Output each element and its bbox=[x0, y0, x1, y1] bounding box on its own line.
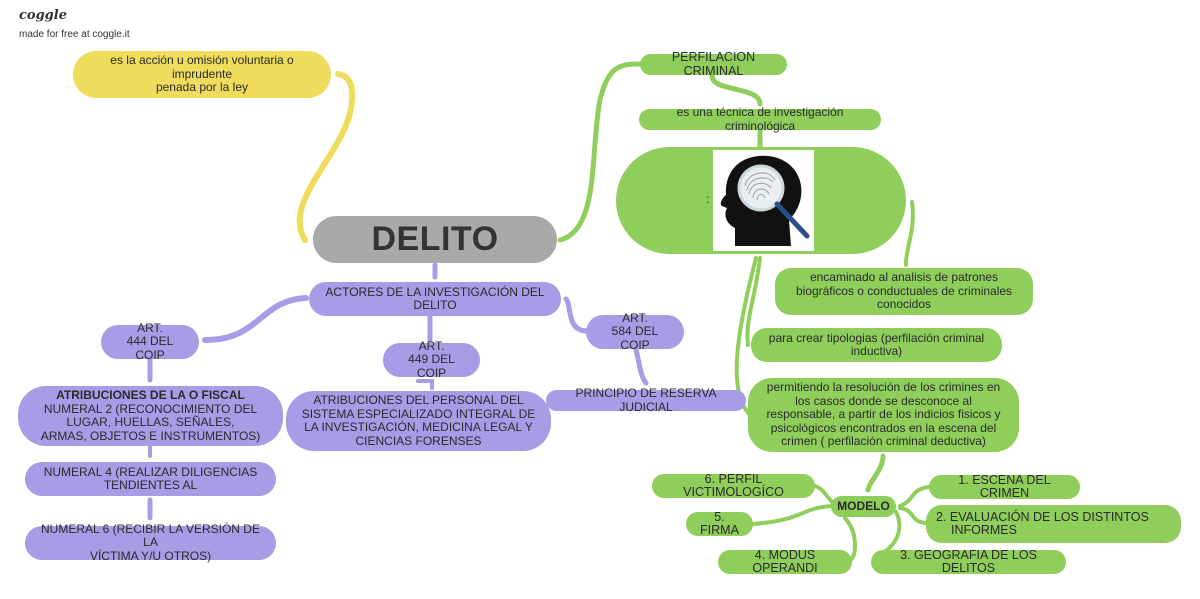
link-art584-principio bbox=[633, 347, 649, 386]
actores-line: DELITO bbox=[413, 298, 457, 312]
coggle-logo[interactable]: coggle bbox=[19, 8, 67, 23]
art449-line: ART. bbox=[418, 338, 445, 353]
perfilacion-node[interactable]: PERFILACION CRIMINAL bbox=[640, 50, 787, 78]
definition-line: es la acción u omisión voluntaria o bbox=[110, 53, 294, 68]
evaluacion-line: INFORMES bbox=[951, 523, 1017, 537]
root-label: DELITO bbox=[371, 219, 499, 258]
atribuciones-fiscal-line: NUMERAL 2 (RECONOCIMIENTO DEL bbox=[43, 401, 258, 416]
modelo-label: MODELO bbox=[837, 498, 890, 513]
permitiendo-node[interactable]: permitiendo la resolución de los crimine… bbox=[748, 378, 1019, 452]
encaminado-line: biográficos o conductuales de criminales bbox=[795, 283, 1013, 298]
image-caption: : bbox=[706, 192, 710, 206]
link-modelo-evaluacion bbox=[898, 506, 928, 525]
perfil-victimologico-label: 6. PERFIL VICTIMOLOGÍCO bbox=[683, 471, 784, 499]
permitiendo-line: los casos donde se desconoce al bbox=[795, 393, 972, 408]
art584-node[interactable]: ART.584 DEL COIP bbox=[586, 310, 684, 352]
atribuciones-personal-line: SISTEMA ESPECIALIZADO INTEGRAL DE bbox=[301, 406, 536, 421]
geografia-node[interactable]: 3. GEOGRAFIA DE LOS DELITOS bbox=[871, 547, 1066, 575]
link-actores-art584 bbox=[563, 296, 589, 334]
tipologias-line: inductiva) bbox=[850, 344, 903, 358]
firma-label: 5. FIRMA bbox=[700, 509, 739, 537]
definition-line: penada por la ley bbox=[155, 80, 249, 95]
numeral6-line: NUMERAL 6 (RECIBIR LA VERSIÓN DE LA bbox=[41, 521, 260, 550]
encaminado-line: conocidos bbox=[876, 297, 932, 312]
link-modelo-escena bbox=[898, 485, 930, 508]
tecnica-node[interactable]: es una técnica de investigación criminol… bbox=[639, 105, 881, 133]
permitiendo-line: psicológicos encontrados en la escena de… bbox=[770, 420, 997, 435]
atribuciones-personal-line: ATRIBUCIONES DEL PERSONAL DEL bbox=[313, 393, 524, 407]
permitiendo-line: responsable, a partir de los indicios fi… bbox=[766, 407, 1001, 422]
definition-line: imprudente bbox=[171, 66, 233, 81]
perfil-victimologico-node[interactable]: 6. PERFIL VICTIMOLOGÍCO bbox=[652, 471, 815, 499]
art584-line: ART. bbox=[622, 310, 648, 325]
numeral4-line: NUMERAL 4 (REALIZAR DILIGENCIAS bbox=[43, 464, 258, 479]
link-root-perfilacion bbox=[557, 61, 643, 243]
link-modelo-perfil bbox=[813, 484, 834, 504]
atribuciones-fiscal-line: ARMAS, OBJETOS E INSTRUMENTOS) bbox=[40, 428, 261, 443]
permitiendo-line: crimen ( perfilación criminal deductiva) bbox=[781, 434, 986, 449]
encaminado-line: encaminado al analisis de patrones bbox=[809, 270, 999, 285]
evaluacion-line: 2. EVALUACIÓN DE LOS DISTINTOS bbox=[936, 509, 1149, 524]
link-actores-art444 bbox=[202, 295, 309, 343]
numeral4-line: TENDIENTES AL bbox=[103, 478, 198, 492]
principio-node[interactable]: PRINCIPIO DE RESERVA JUDICIAL bbox=[546, 386, 746, 414]
modus-label: 4. MODUS OPERANDI bbox=[752, 547, 818, 575]
atribuciones-fiscal-title: ATRIBUCIONES DE LA O FISCAL bbox=[56, 388, 245, 402]
art449-node[interactable]: ART.449 DEL COIP bbox=[383, 338, 480, 380]
firma-node[interactable]: 5. FIRMA bbox=[686, 509, 753, 537]
link-art449-personal bbox=[416, 379, 434, 390]
escena-label: 1. ESCENA DEL CRIMEN bbox=[958, 472, 1051, 500]
link-image-tipologias bbox=[745, 256, 762, 347]
atribuciones-personal-line: CIENCIAS FORENSES bbox=[355, 433, 482, 448]
escena-node[interactable]: 1. ESCENA DEL CRIMEN bbox=[929, 472, 1080, 500]
link-perfilacion-tecnica bbox=[709, 73, 763, 107]
tecnica-label: es una técnica de investigación criminol… bbox=[676, 105, 844, 133]
root-node-delito[interactable]: DELITO bbox=[313, 216, 557, 263]
link-root-definition bbox=[296, 71, 356, 243]
link-modelo-firma bbox=[751, 504, 834, 526]
tipologias-node[interactable]: para crear tipologias (perfilación crimi… bbox=[751, 328, 1002, 362]
art584-line: 584 DEL COIP bbox=[611, 324, 659, 352]
modelo-node[interactable]: MODELO bbox=[831, 496, 896, 517]
art449-line: 449 DEL COIP bbox=[408, 352, 455, 380]
geografia-label: 3. GEOGRAFIA DE LOS DELITOS bbox=[900, 547, 1037, 575]
modus-node[interactable]: 4. MODUS OPERANDI bbox=[718, 547, 852, 575]
art444-node[interactable]: ART.444 DEL COIP bbox=[101, 320, 199, 362]
art444-line: ART. bbox=[137, 320, 163, 335]
head-magnifier-icon bbox=[713, 150, 814, 251]
atribuciones-fiscal-line: LUGAR, HUELLAS, SEÑALES, bbox=[66, 415, 235, 429]
perfilacion-label: PERFILACION CRIMINAL bbox=[671, 50, 756, 78]
link-image-encaminado bbox=[903, 200, 915, 267]
permitiendo-line: permitiendo la resolución de los crimine… bbox=[766, 380, 1001, 395]
atribuciones-personal-line: LA INVESTIGACIÓN, MEDICINA LEGAL Y bbox=[304, 420, 533, 434]
coggle-tagline[interactable]: made for free at coggle.it bbox=[19, 29, 130, 40]
principio-label: PRINCIPIO DE RESERVA JUDICIAL bbox=[575, 386, 717, 414]
link-permitiendo-modelo bbox=[865, 453, 886, 493]
art444-line: 444 DEL COIP bbox=[126, 334, 174, 362]
tipologias-line: para crear tipologias (perfilación crimi… bbox=[768, 330, 985, 345]
actores-line: ACTORES DE LA INVESTIGACIÓN DEL bbox=[325, 284, 545, 299]
numeral6-line: VÍCTIMA Y/U OTROS) bbox=[89, 548, 212, 563]
